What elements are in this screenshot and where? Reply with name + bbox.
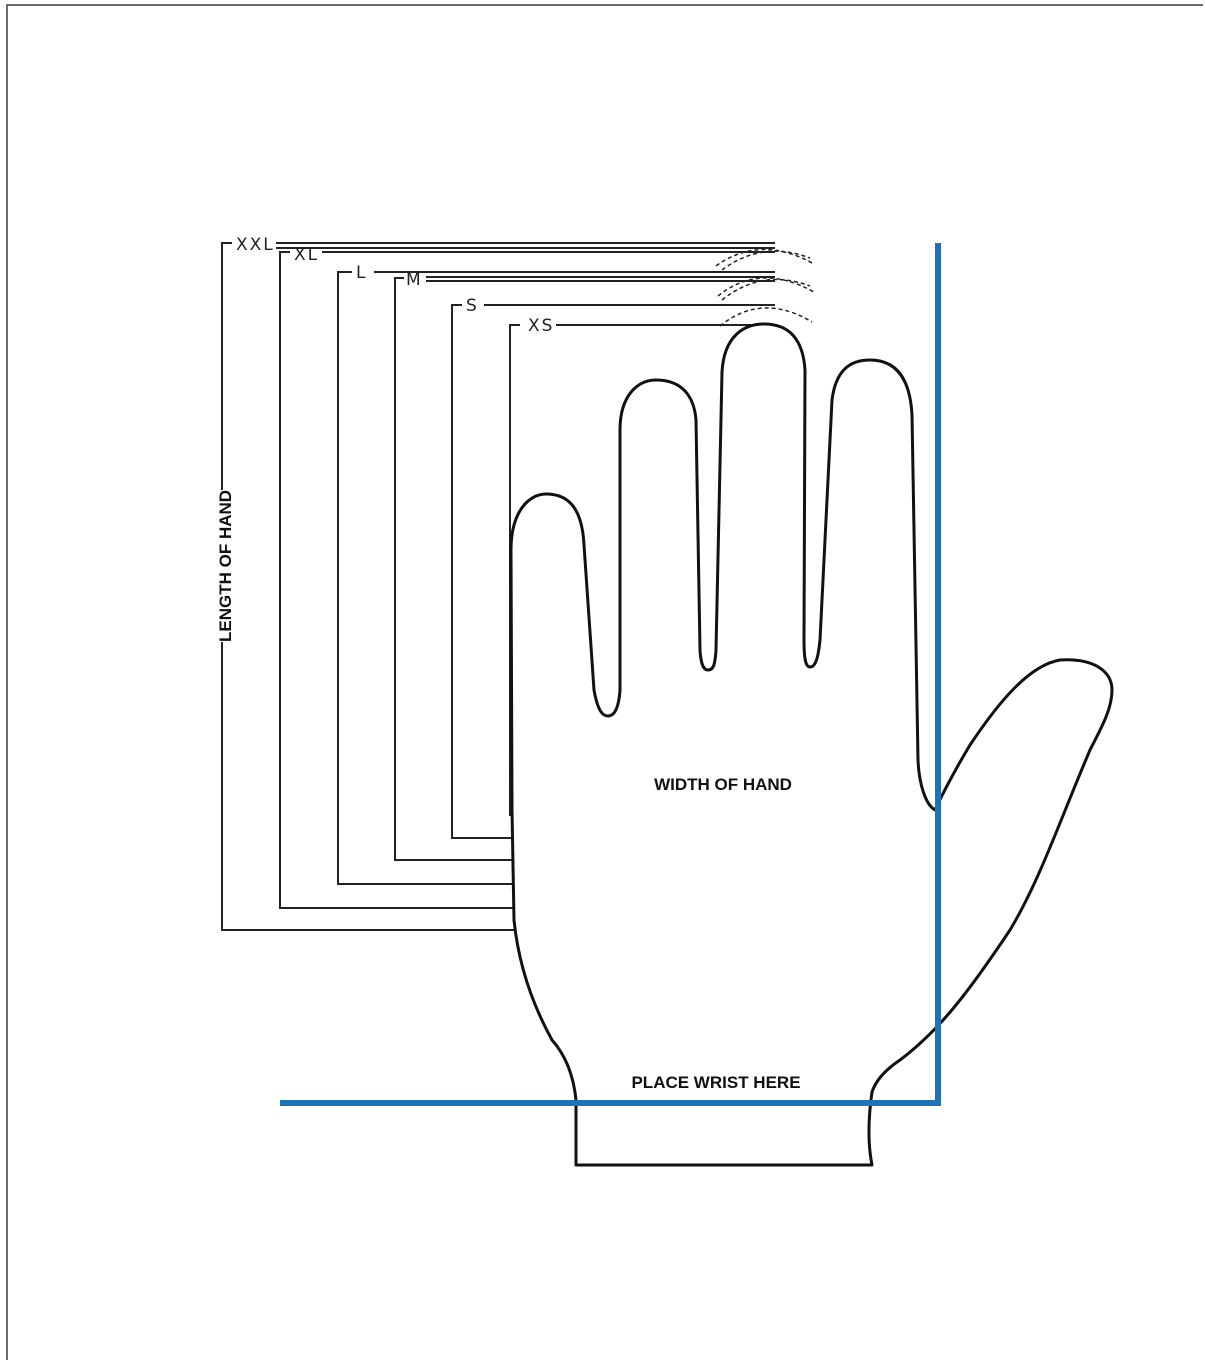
length-of-hand-label: LENGTH OF HAND [216, 490, 235, 642]
size-label-l: L [356, 263, 367, 283]
size-labels: XXL XL L M S XS [236, 235, 554, 336]
size-label-xl: XL [294, 245, 319, 265]
size-label-s: S [466, 296, 479, 316]
arc-s [719, 307, 813, 327]
arc-xl [721, 250, 811, 271]
size-label-xxl: XXL [236, 235, 275, 255]
arc-m [721, 278, 811, 301]
fingertip-arcs [715, 248, 815, 327]
place-wrist-here-label: PLACE WRIST HERE [631, 1073, 800, 1092]
size-label-xs: XS [528, 316, 554, 336]
size-label-m: M [406, 270, 423, 290]
hand-outline [509, 322, 1114, 1167]
arc-xxl [715, 248, 815, 267]
page-frame [6, 4, 1203, 1360]
wrist-and-side-guide [280, 243, 941, 1106]
width-of-hand-label: WIDTH OF HAND [654, 775, 792, 794]
length-label-gap [212, 490, 234, 642]
arc-l [717, 277, 815, 297]
